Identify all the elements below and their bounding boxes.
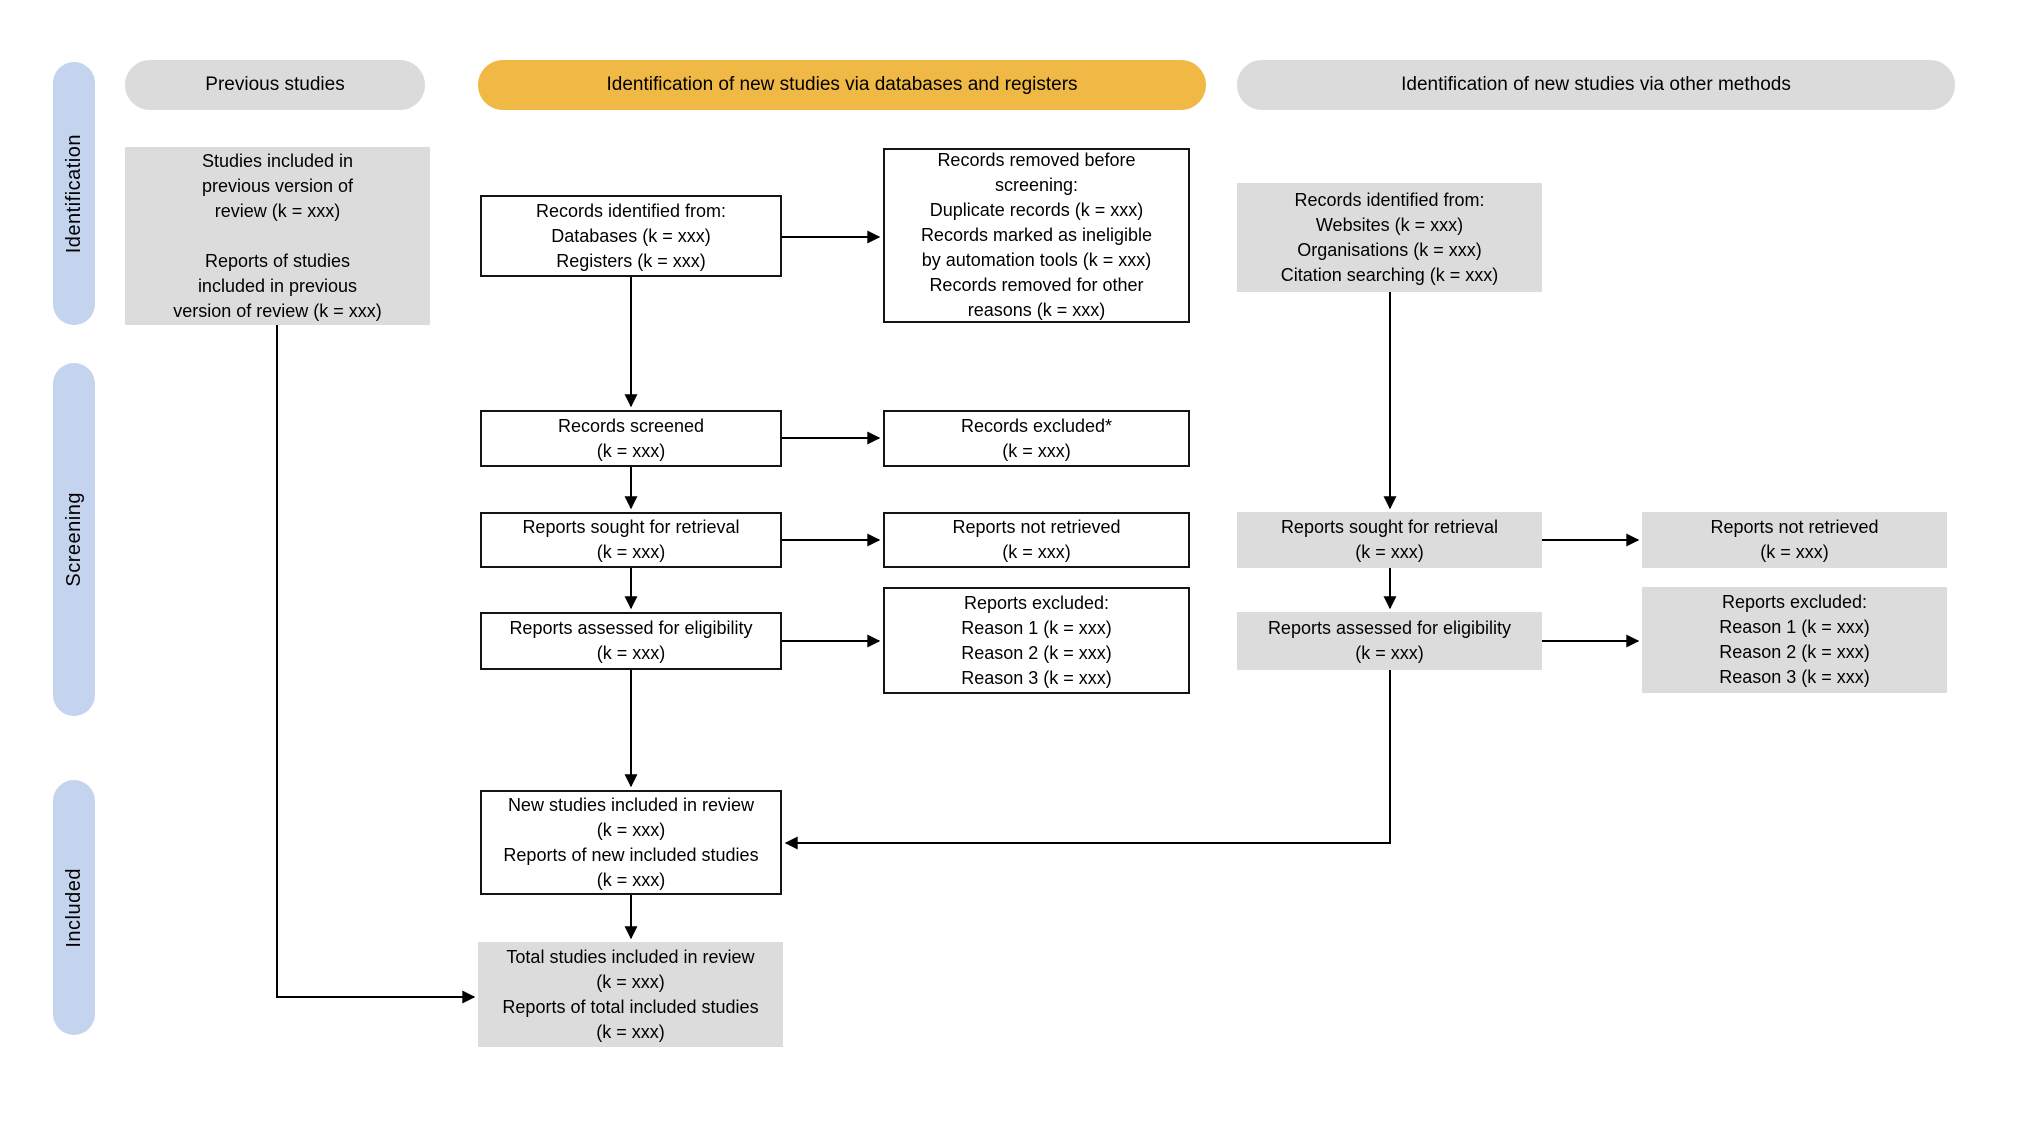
box-reports-excluded-databases: Reports excluded: Reason 1 (k = xxx) Rea… <box>883 587 1190 694</box>
box-reports-not-retrieved-other: Reports not retrieved (k = xxx) <box>1642 512 1947 568</box>
connector-other-assessed-to-new <box>784 670 1391 850</box>
header-identification-databases-registers: Identification of new studies via databa… <box>478 60 1206 110</box>
box-records-identified-databases: Records identified from: Databases (k = … <box>480 195 782 277</box>
box-records-excluded: Records excluded* (k = xxx) <box>883 410 1190 467</box>
box-reports-excluded-other: Reports excluded: Reason 1 (k = xxx) Rea… <box>1642 587 1947 693</box>
stage-bar-identification: Identification <box>53 62 95 325</box>
box-previous-studies: Studies included in previous version of … <box>125 147 430 325</box>
box-reports-sought-databases: Reports sought for retrieval (k = xxx) <box>480 512 782 568</box>
box-records-screened: Records screened (k = xxx) <box>480 410 782 467</box>
stage-bar-included: Included <box>53 780 95 1035</box>
box-new-studies-included: New studies included in review (k = xxx)… <box>480 790 782 895</box>
stage-label-screening: Screening <box>62 492 85 587</box>
header-identification-other-methods: Identification of new studies via other … <box>1237 60 1955 110</box>
box-records-removed-before-screening: Records removed before screening: Duplic… <box>883 148 1190 323</box>
box-records-identified-other: Records identified from: Websites (k = x… <box>1237 183 1542 292</box>
box-total-studies-included: Total studies included in review (k = xx… <box>478 942 783 1047</box>
connector-previous-to-total <box>276 325 476 1004</box>
stage-bar-screening: Screening <box>53 363 95 716</box>
stage-label-identification: Identification <box>62 133 85 254</box>
header-previous-studies: Previous studies <box>125 60 425 110</box>
stage-label-included: Included <box>62 867 85 948</box>
box-reports-assessed-databases: Reports assessed for eligibility (k = xx… <box>480 612 782 670</box>
box-reports-sought-other: Reports sought for retrieval (k = xxx) <box>1237 512 1542 568</box>
box-reports-not-retrieved-databases: Reports not retrieved (k = xxx) <box>883 512 1190 568</box>
box-reports-assessed-other: Reports assessed for eligibility (k = xx… <box>1237 612 1542 670</box>
